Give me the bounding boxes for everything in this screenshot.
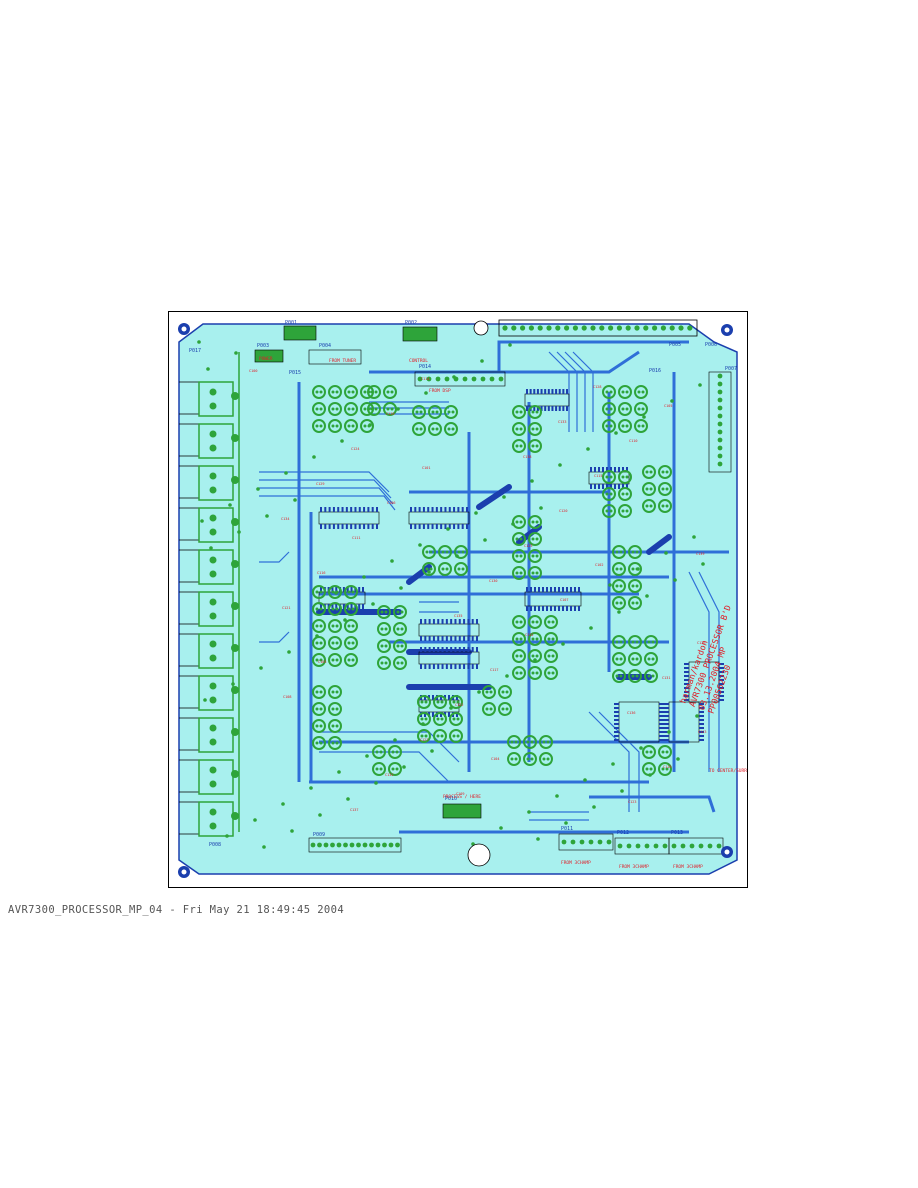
- connector-ref-label: P003: [257, 343, 269, 349]
- ref-designator: C113: [698, 730, 706, 734]
- plot-footer-caption: AVR7300_PROCESSOR_MP_04 - Fri May 21 18:…: [8, 904, 345, 916]
- ref-designator: C114: [421, 377, 429, 381]
- ref-designator: C100: [249, 369, 257, 373]
- connector-ref-label: P011: [561, 826, 573, 832]
- connector-ref-label: P013: [671, 830, 683, 836]
- connector-ref-label: P005: [669, 342, 681, 348]
- ref-designator: C124: [351, 447, 359, 451]
- connector-ref-label: P002: [405, 320, 417, 326]
- ref-designator: C106: [387, 501, 395, 505]
- silkscreen-note: FROM 3CHAMP: [619, 864, 649, 870]
- ref-designator: C136: [627, 711, 635, 715]
- ref-designator: C129: [316, 482, 324, 486]
- ref-designator: C121: [282, 606, 290, 610]
- ref-designator: C119: [386, 412, 394, 416]
- ref-designator: C134: [281, 517, 289, 521]
- connector-ref-label: P001: [285, 320, 297, 326]
- ref-designator: C133: [558, 420, 566, 424]
- ref-designator: C138: [523, 455, 531, 459]
- rca-jack-column: [179, 352, 240, 837]
- ref-designator: C107: [560, 598, 568, 602]
- ref-designator: C104: [491, 757, 499, 761]
- ref-designator: C116: [317, 571, 325, 575]
- ref-designator: C139: [696, 552, 704, 556]
- silkscreen-note: FROM 3CHAMP: [561, 860, 591, 866]
- component-pads: [197, 325, 723, 849]
- ref-designator: C103: [318, 660, 326, 664]
- connector-ref-label: P008: [209, 842, 221, 848]
- connector-ref-label: P009: [313, 832, 325, 838]
- connector-ref-label: P017: [189, 348, 201, 354]
- ref-designator: C109: [456, 792, 464, 796]
- ref-designator: C108: [283, 695, 291, 699]
- connector-ref-label: P016: [649, 368, 661, 374]
- ref-designator: C115: [594, 474, 602, 478]
- ref-designator: C130: [489, 579, 497, 583]
- connector-ref-label: P007: [725, 366, 737, 372]
- connector-ref-label: P012: [617, 830, 629, 836]
- silkscreen-note: FROM TUNER: [329, 358, 356, 364]
- ref-designator: C102: [595, 563, 603, 567]
- mounting-holes: [178, 323, 733, 878]
- silkscreen-note: POWER: [259, 356, 273, 362]
- connector-ref-label: P015: [289, 370, 301, 376]
- connector-ref-label: P014: [419, 364, 431, 370]
- ref-designator: C123: [628, 800, 636, 804]
- top-connector-header: [254, 319, 732, 473]
- silkscreen-note: FROM DSP: [429, 388, 451, 394]
- silkscreen-note: TO CENTER/SURR: [709, 768, 747, 774]
- ref-designator: C126: [697, 641, 705, 645]
- silkscreen-note: CONTROL: [409, 358, 428, 364]
- ref-designator: C112: [525, 633, 533, 637]
- ref-designator: C131: [662, 676, 670, 680]
- ref-designator: C118: [663, 765, 671, 769]
- ref-designator: C117: [490, 668, 498, 672]
- ref-designator: C135: [454, 614, 462, 618]
- connector-ref-label: P006: [705, 342, 717, 348]
- bottom-connector-header: [308, 320, 724, 867]
- ref-designator: C105: [664, 404, 672, 408]
- ref-designator: C120: [559, 509, 567, 513]
- ref-designator: C122: [455, 703, 463, 707]
- ref-designator: C110: [629, 439, 637, 443]
- ref-designator: C128: [593, 385, 601, 389]
- ref-designator: C132: [385, 773, 393, 777]
- connector-ref-label: P010: [445, 796, 457, 802]
- ref-designator: C137: [350, 808, 358, 812]
- ref-designator: C125: [524, 544, 532, 548]
- connector-ref-label: P004: [319, 343, 331, 349]
- ref-designator: C111: [352, 536, 360, 540]
- silkscreen-note: FROM 3CHAMP: [673, 864, 703, 870]
- ref-designator: C127: [420, 738, 428, 742]
- ref-designator: C101: [422, 466, 430, 470]
- connector-block-label: PROCESS / HERE: [443, 794, 481, 800]
